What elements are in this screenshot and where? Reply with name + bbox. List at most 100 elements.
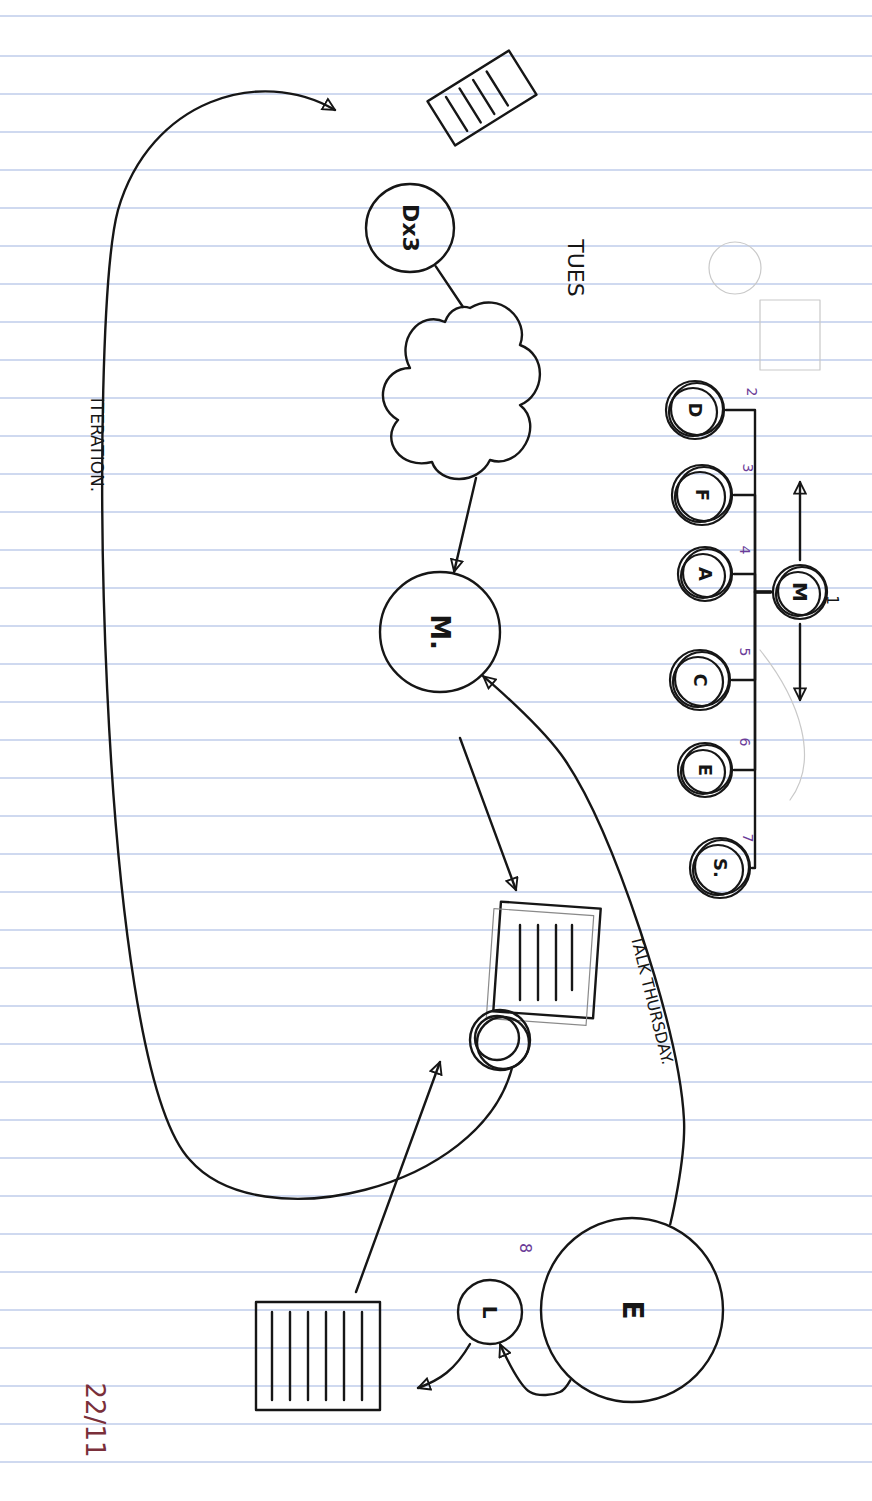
paper-line	[0, 778, 872, 779]
node-letter: E	[616, 1300, 649, 1319]
branch-line	[732, 592, 771, 680]
flow-arrow	[483, 676, 684, 1224]
node-letter: M.	[425, 614, 455, 650]
document-line	[555, 925, 557, 1000]
flow-arrow	[436, 266, 476, 571]
scribble-circle	[470, 1010, 530, 1070]
paper-line	[0, 702, 872, 703]
circle-stroke	[690, 838, 750, 898]
iteration-loop	[102, 91, 512, 1198]
callout-number: 1	[823, 595, 841, 605]
callout-number: 7	[740, 834, 756, 843]
callout-number: 2	[744, 388, 760, 397]
document-line	[473, 80, 494, 114]
pencil-circle	[709, 242, 761, 294]
paper-line	[0, 664, 872, 665]
branch-line	[734, 592, 771, 770]
circle-node: S.	[688, 836, 752, 900]
paper-line	[0, 1120, 872, 1121]
document-line	[307, 1312, 309, 1400]
paper-line	[0, 1006, 872, 1007]
paper-line	[0, 1272, 872, 1273]
flow-arrow	[418, 1344, 470, 1388]
paper-line	[0, 360, 872, 361]
document-line	[537, 925, 539, 1000]
paper-line	[0, 208, 872, 209]
circle-node: M	[771, 563, 829, 621]
paper-line	[0, 170, 872, 171]
faint-pencil-sketch	[709, 242, 820, 800]
ruled-paper	[0, 16, 872, 1462]
circle-stroke	[669, 388, 717, 436]
document-line	[361, 1312, 363, 1400]
paper-line	[0, 1424, 872, 1425]
flow-arrow	[460, 738, 516, 890]
branch-line	[734, 495, 771, 592]
circle-stroke	[672, 465, 732, 525]
circle-stroke	[380, 572, 500, 692]
node-letter: M	[788, 582, 812, 602]
scribble-circle	[477, 1017, 529, 1069]
circle-stroke	[671, 383, 723, 435]
paper-line	[0, 1196, 872, 1197]
paper-line	[0, 56, 872, 57]
circle-stroke	[681, 750, 725, 794]
circle-node: F	[670, 463, 734, 527]
paper-line	[0, 436, 872, 437]
document-line	[446, 97, 467, 131]
paper-line	[0, 512, 872, 513]
branch-line	[726, 410, 771, 592]
paper-line	[0, 1234, 872, 1235]
paper-line	[0, 1386, 872, 1387]
branch-line	[752, 592, 771, 868]
document-line	[487, 72, 508, 106]
circle-stroke	[541, 1218, 723, 1402]
circle-node: Dx3	[364, 182, 456, 274]
paper-line	[0, 588, 872, 589]
circle-stroke	[675, 472, 725, 522]
circle-stroke	[673, 657, 723, 707]
circle-stroke	[681, 554, 725, 598]
circle-stroke	[776, 572, 820, 616]
paper-line	[0, 854, 872, 855]
flow-arrow	[500, 1344, 570, 1395]
circle-node: L	[456, 1278, 524, 1346]
paper-line	[0, 816, 872, 817]
ink-sketch	[102, 51, 820, 1410]
paper-line	[0, 474, 872, 475]
callout-number: 6	[737, 738, 753, 747]
node-letter: C	[690, 673, 711, 686]
circle-node: M.	[378, 570, 502, 694]
range-arrow	[799, 624, 801, 700]
circle-node: E	[676, 741, 734, 799]
circle-node: C	[668, 648, 732, 712]
node-letter: Dx3	[398, 204, 423, 252]
circle-stroke	[678, 547, 732, 601]
paper-line	[0, 16, 872, 17]
circle-stroke	[678, 743, 732, 797]
note-text: 22/11	[80, 1383, 110, 1458]
node-letter: D	[685, 403, 706, 418]
circle-node: E	[539, 1216, 725, 1404]
paper-line	[0, 284, 872, 285]
document-outline	[428, 51, 537, 146]
scribble-circle	[475, 1016, 519, 1060]
callout-number: 8	[516, 1243, 535, 1253]
document-line	[325, 1312, 327, 1400]
document-outline	[493, 902, 600, 1019]
circle-stroke	[677, 467, 731, 521]
paper-line	[0, 1462, 872, 1463]
node-letter: L	[478, 1306, 502, 1319]
document-line	[343, 1312, 345, 1400]
note-text: ITERATION.	[87, 398, 107, 492]
paper-line	[0, 1310, 872, 1311]
callout-number: 4	[737, 546, 753, 555]
document-line	[271, 1312, 273, 1400]
document-outline	[256, 1302, 380, 1410]
flow-arrow	[356, 1062, 440, 1292]
callout-number: 5	[737, 648, 753, 657]
document-line	[519, 925, 521, 1000]
paper-line	[0, 1044, 872, 1045]
branch-line	[734, 574, 771, 592]
